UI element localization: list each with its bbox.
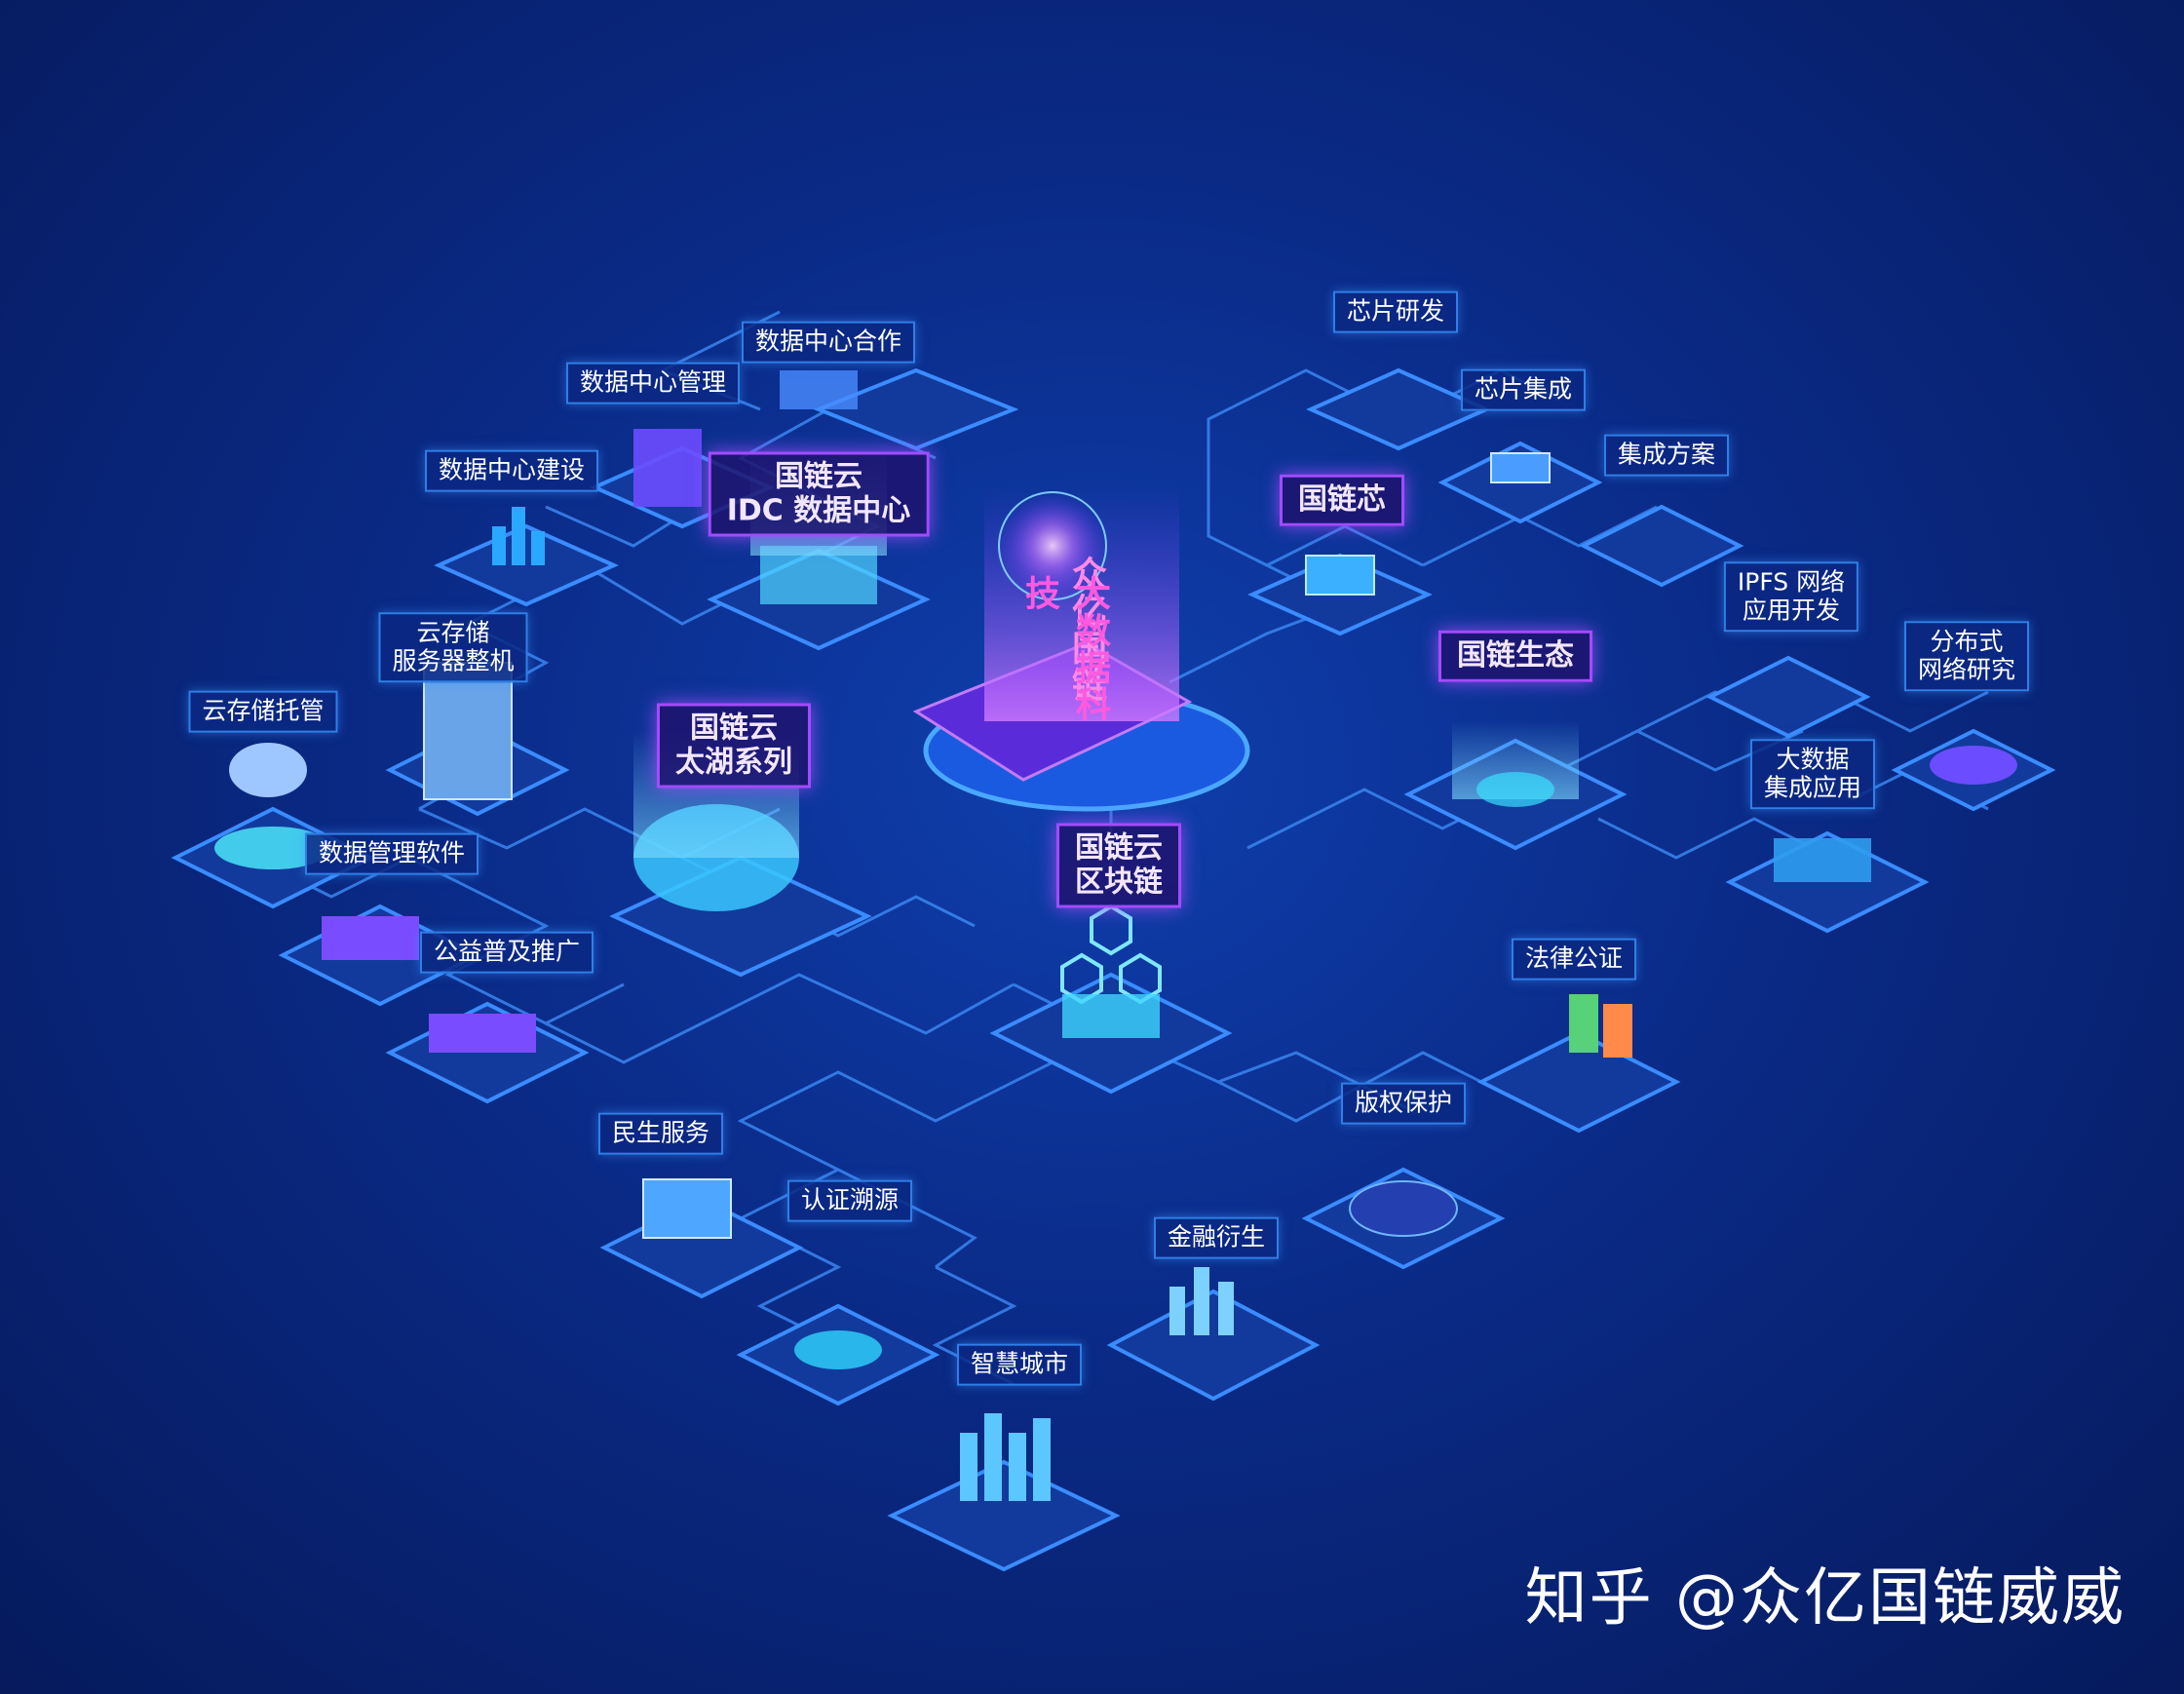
category-idc-line-1: 国链云: [775, 459, 862, 494]
category-blockchain-label[interactable]: 国链云 区块链: [1056, 823, 1181, 908]
node-smart-city[interactable]: 智慧城市: [956, 1343, 1083, 1386]
category-taihu-line-1: 国链云: [690, 711, 778, 746]
hub-title-line-1: 众亿国链: [1066, 556, 1106, 704]
node-bigdata-app-line-1: 大数据: [1776, 745, 1850, 774]
node-bigdata-app-line-2: 集成应用: [1763, 773, 1862, 801]
category-idc-label[interactable]: 国链云 IDC 数据中心: [708, 451, 930, 537]
hub-title: 众亿国链 大数据科技: [1014, 556, 1169, 751]
node-distributed-research-line-1: 分布式: [1930, 627, 2004, 656]
category-chip-label[interactable]: 国链芯: [1280, 474, 1404, 526]
node-legal-notary[interactable]: 法律公证: [1511, 938, 1637, 981]
node-integration-solution[interactable]: 集成方案: [1603, 434, 1730, 477]
category-idc-line-2: IDC 数据中心: [726, 493, 911, 527]
category-taihu-line-2: 太湖系列: [675, 745, 792, 779]
node-ipfs-dev[interactable]: IPFS 网络 应用开发: [1723, 561, 1859, 632]
node-chip-rd[interactable]: 芯片研发: [1332, 290, 1459, 333]
category-taihu-label[interactable]: 国链云 太湖系列: [657, 703, 811, 789]
node-distributed-research[interactable]: 分布式 网络研究: [1903, 621, 2030, 691]
node-financial-derivatives[interactable]: 金融衍生: [1153, 1216, 1280, 1259]
node-public-promotion[interactable]: 公益普及推广: [419, 931, 594, 974]
central-hub: [912, 487, 1250, 812]
hub-title-line-2: 大数据科技: [1019, 575, 1110, 723]
node-ipfs-dev-line-2: 应用开发: [1742, 596, 1840, 624]
node-dc-cooperation[interactable]: 数据中心合作: [741, 321, 916, 364]
node-data-mgmt-software[interactable]: 数据管理软件: [304, 832, 479, 875]
node-cloud-storage-server[interactable]: 云存储 服务器整机: [378, 612, 528, 682]
category-ecology-label[interactable]: 国链生态: [1438, 630, 1592, 682]
category-blockchain-line-2: 区块链: [1075, 865, 1163, 899]
node-cloud-storage-server-line-1: 云存储: [416, 618, 490, 647]
node-livelihood-service[interactable]: 民生服务: [597, 1112, 724, 1155]
watermark: 知乎 @众亿国链威威: [1524, 1562, 2126, 1635]
node-cloud-storage-server-line-2: 服务器整机: [392, 646, 515, 674]
node-authentication-trace[interactable]: 认证溯源: [786, 1179, 913, 1222]
node-distributed-research-line-2: 网络研究: [1917, 655, 2016, 683]
node-cloud-storage-hosting[interactable]: 云存储托管: [188, 690, 338, 733]
node-dc-construction[interactable]: 数据中心建设: [424, 449, 599, 492]
node-ipfs-dev-line-1: IPFS 网络: [1737, 567, 1846, 597]
node-dc-management[interactable]: 数据中心管理: [565, 362, 741, 404]
node-bigdata-app[interactable]: 大数据 集成应用: [1749, 739, 1876, 809]
node-chip-integration[interactable]: 芯片集成: [1460, 368, 1587, 411]
category-blockchain-line-1: 国链云: [1075, 830, 1163, 866]
node-copyright-protection[interactable]: 版权保护: [1340, 1082, 1467, 1125]
